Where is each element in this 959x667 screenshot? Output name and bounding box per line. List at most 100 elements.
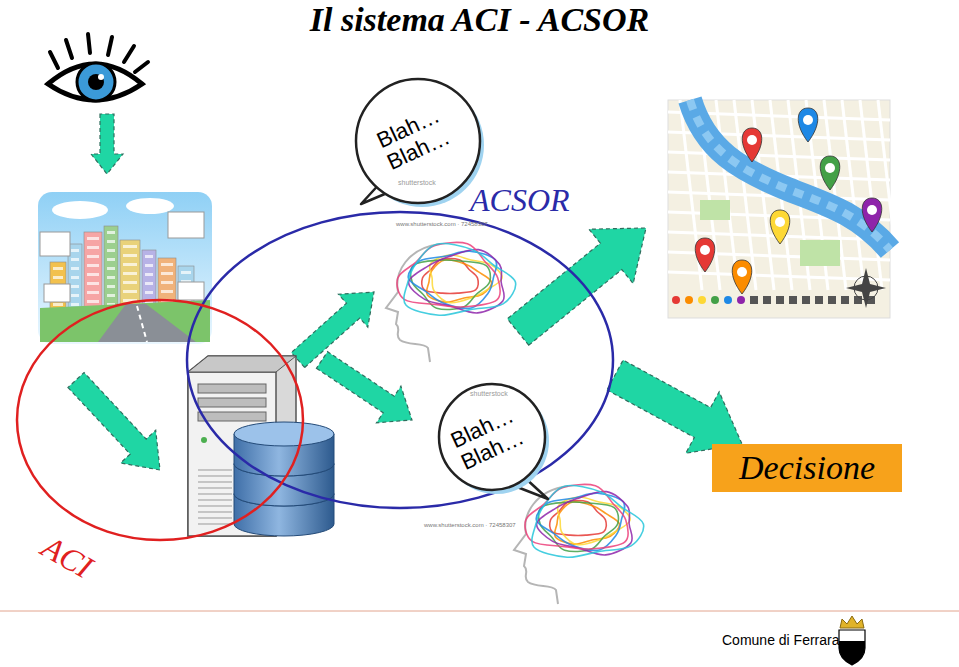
watermark: www.shutterstock.com · 72458307 (396, 221, 488, 228)
group-label: ACI (37, 530, 98, 583)
city-picture (71, 249, 79, 252)
city-picture (71, 276, 79, 279)
server-icon (201, 437, 207, 443)
city-picture (84, 232, 102, 310)
eye-icon (50, 52, 58, 68)
city-map (800, 240, 840, 266)
city-picture (87, 282, 99, 285)
city-map (685, 296, 693, 304)
eye-icon (88, 34, 90, 53)
compass-rose (846, 268, 886, 308)
city-map (763, 296, 771, 304)
flow-arrows (68, 114, 646, 470)
city-map (802, 296, 810, 304)
city-picture (98, 304, 196, 342)
city-picture (107, 267, 115, 270)
server-icon (198, 494, 232, 495)
coat-of-arms (839, 630, 865, 665)
group-outline (17, 300, 303, 540)
city-map (815, 296, 823, 304)
server-icon (198, 482, 232, 483)
database-icon (234, 422, 334, 446)
city-map (668, 100, 900, 318)
city-map (841, 296, 849, 304)
city-map (742, 128, 762, 162)
city-picture (44, 284, 70, 302)
city-picture (123, 263, 137, 266)
head-illustration (514, 484, 644, 604)
group-outline (15, 298, 305, 542)
title: Il sistema ACI - ACSOR (0, 0, 959, 40)
city-picture (107, 294, 115, 297)
city-picture (71, 258, 79, 261)
city-map (798, 108, 818, 142)
city-map (750, 296, 758, 304)
head-illustration (532, 486, 644, 558)
footer (0, 611, 959, 665)
city-picture (87, 300, 99, 303)
city-picture (168, 212, 204, 238)
city-picture (137, 306, 147, 342)
compass-rose (846, 268, 886, 308)
city-picture (123, 281, 137, 284)
watermark: shutterstock (398, 179, 436, 187)
city-map (690, 100, 890, 250)
down-arrow (91, 114, 123, 174)
coat-of-arms (840, 616, 864, 628)
big-arrow (507, 228, 646, 345)
server-icon (198, 506, 232, 507)
city-picture (71, 285, 79, 288)
city-picture (145, 273, 153, 276)
city-picture (53, 303, 63, 306)
watermark: shutterstock (470, 390, 508, 398)
city-picture (178, 282, 204, 300)
city-picture (87, 264, 99, 267)
city-picture (126, 198, 174, 214)
city-picture (161, 290, 173, 293)
eye-icon (108, 37, 112, 55)
city-picture (123, 272, 137, 275)
server-icon (198, 512, 232, 513)
flow-arrow (607, 360, 742, 453)
city-picture (71, 303, 79, 306)
server-icon (198, 398, 266, 407)
city-picture (40, 232, 70, 256)
city-map (737, 267, 747, 277)
city-map (737, 296, 745, 304)
head-illustration (397, 242, 500, 307)
eye-icon (124, 46, 134, 62)
city-picture (161, 263, 173, 266)
city-map (860, 100, 882, 290)
eye-icon (48, 64, 142, 100)
server-icon (198, 500, 232, 501)
city-picture (107, 276, 115, 279)
city-picture (71, 267, 79, 270)
eye-icon (135, 62, 148, 72)
city-picture (40, 300, 210, 342)
city-picture (52, 201, 108, 219)
bubble-outline (356, 79, 480, 203)
city-picture (107, 285, 115, 288)
server-icon (198, 412, 266, 421)
city-map (695, 238, 715, 272)
city-picture (87, 237, 99, 240)
eye-icon (66, 40, 72, 58)
city-map (668, 152, 890, 160)
footer-text: Comune di Ferrara (722, 633, 840, 648)
city-map (825, 163, 835, 173)
footer (0, 611, 959, 612)
eye-icon (48, 34, 148, 101)
city-map (668, 272, 890, 280)
city-picture (87, 273, 99, 276)
city-picture (181, 271, 191, 274)
compass-rose (854, 276, 878, 300)
eye-icon (88, 74, 104, 90)
server-icon (198, 518, 232, 519)
city-picture (71, 294, 79, 297)
city-map (747, 135, 757, 145)
city-picture (145, 282, 153, 285)
city-picture (161, 281, 173, 284)
city-map (698, 296, 706, 304)
city-picture (120, 240, 140, 310)
